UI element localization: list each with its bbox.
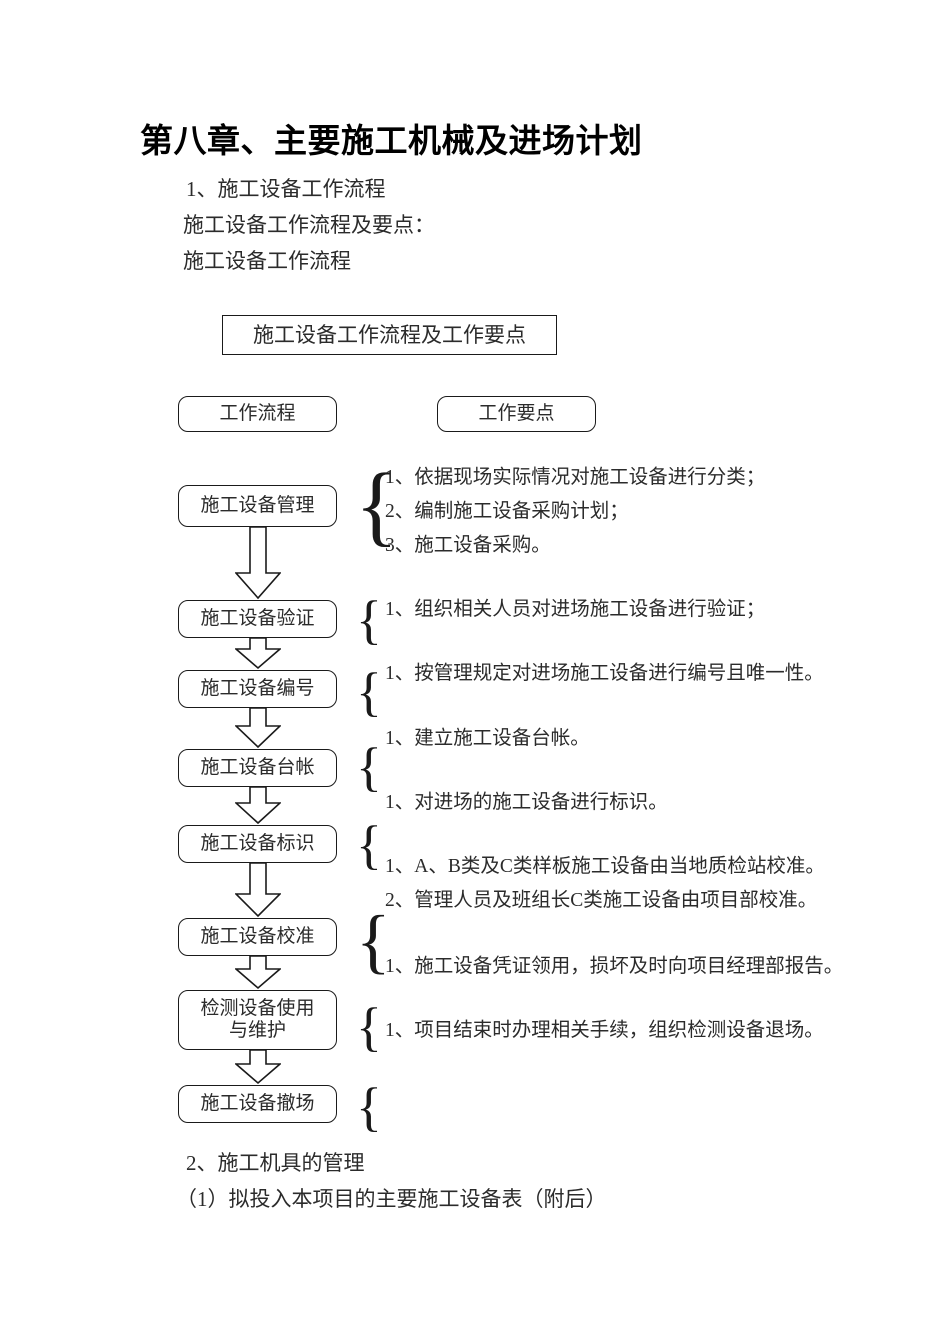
requirement-equipment-ledger-line-1: 1、建立施工设备台帐。 (385, 728, 590, 749)
requirement-equipment-calibration-line-1: 1、A、B类及C类样板施工设备由当地质检站校准。 (385, 856, 825, 877)
node-equipment-calibration: 施工设备校准 (178, 918, 337, 956)
brace-equipment-verification: { (356, 590, 382, 650)
requirement-equipment-use-maintenance-line-1: 1、施工设备凭证领用，损坏及时向项目经理部报告。 (385, 956, 844, 977)
brace-equipment-identification: { (356, 815, 382, 875)
node-equipment-numbering: 施工设备编号 (178, 670, 337, 708)
flow-arrow-1 (235, 527, 281, 600)
brace-equipment-withdrawal: { (356, 1077, 382, 1137)
brace-equipment-management: { (355, 456, 399, 555)
node-equipment-management: 施工设备管理 (178, 485, 337, 527)
requirement-equipment-identification-line-1: 1、对进场的施工设备进行标识。 (385, 792, 668, 813)
brace-equipment-calibration: { (356, 901, 391, 981)
requirement-equipment-management-line-2: 2、编制施工设备采购计划； (385, 501, 629, 522)
flow-arrow-7 (235, 1050, 281, 1085)
page-title: 第八章、主要施工机械及进场计划 (140, 124, 643, 160)
node-equipment-ledger: 施工设备台帐 (178, 749, 337, 787)
requirement-equipment-withdrawal-line-1: 1、项目结束时办理相关手续，组织检测设备退场。 (385, 1020, 824, 1041)
flow-arrow-3 (235, 708, 281, 749)
node-equipment-identification: 施工设备标识 (178, 825, 337, 863)
footer-line-2: （1）拟投入本项目的主要施工设备表（附后） (176, 1187, 607, 1211)
flow-arrow-5 (235, 863, 281, 918)
intro-line-1: 1、施工设备工作流程 (186, 177, 386, 201)
brace-equipment-use-maintenance: { (356, 997, 382, 1057)
column-header-work-points: 工作要点 (437, 396, 596, 432)
requirement-equipment-verification-line-1: 1、组织相关人员对进场施工设备进行验证； (385, 599, 766, 620)
brace-equipment-numbering: { (356, 662, 382, 722)
requirement-equipment-management-line-1: 1、依据现场实际情况对施工设备进行分类； (385, 467, 766, 488)
requirement-equipment-calibration-line-2: 2、管理人员及班组长C类施工设备由项目部校准。 (385, 890, 818, 911)
node-equipment-use-maintenance: 检测设备使用 与维护 (178, 990, 337, 1050)
flow-arrow-4 (235, 787, 281, 825)
intro-line-3: 施工设备工作流程 (183, 249, 351, 273)
footer-line-1: 2、施工机具的管理 (186, 1151, 365, 1175)
node-equipment-withdrawal: 施工设备撤场 (178, 1085, 337, 1123)
node-equipment-verification: 施工设备验证 (178, 600, 337, 638)
requirement-equipment-management-line-3: 3、施工设备采购。 (385, 535, 551, 556)
intro-line-2: 施工设备工作流程及要点： (183, 213, 435, 237)
requirement-equipment-numbering-line-1: 1、按管理规定对进场施工设备进行编号且唯一性。 (385, 663, 824, 684)
flow-arrow-2 (235, 638, 281, 670)
flowchart-header-box: 施工设备工作流程及工作要点 (222, 315, 557, 355)
flow-arrow-6 (235, 956, 281, 990)
brace-equipment-ledger: { (356, 737, 382, 797)
column-header-work-flow: 工作流程 (178, 396, 337, 432)
